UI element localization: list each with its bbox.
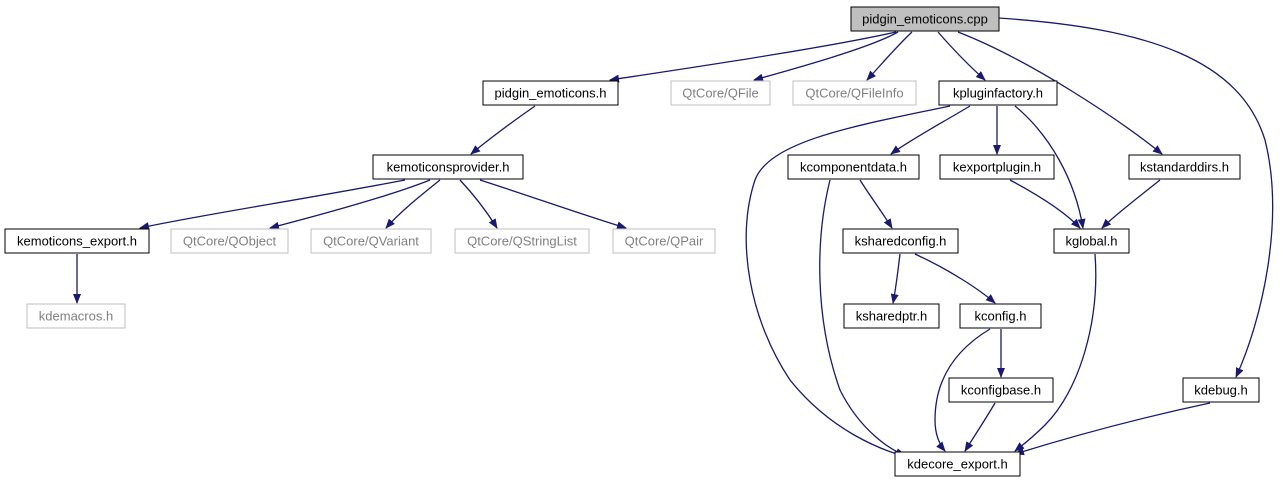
node-box (1053, 228, 1130, 254)
node-box (842, 228, 959, 254)
edge-kexportplugin-to-kglobal (1009, 179, 1081, 229)
node-kstandarddirs[interactable]: kstandarddirs.h (1128, 154, 1241, 180)
node-label: ksharedconfig.h (855, 234, 947, 249)
edge-root-to-kpluginfactory (937, 31, 986, 81)
node-box (26, 303, 126, 329)
node-label: ksharedptr.h (856, 309, 928, 324)
node-label: kemoticons_export.h (17, 234, 137, 249)
edge-kpluginfactory-to-kcomponentdata (890, 105, 971, 155)
node-box (938, 80, 1058, 106)
node-label: kstandarddirs.h (1140, 160, 1229, 175)
node-box (850, 6, 1000, 32)
node-root[interactable]: pidgin_emoticons.cpp (850, 6, 1000, 32)
node-qfile: QtCore/QFile (670, 80, 771, 106)
node-kemoticons_export[interactable]: kemoticons_export.h (4, 228, 150, 254)
edge-kemoticonsprovider-to-qobject (269, 179, 431, 230)
node-box (1182, 377, 1260, 403)
edge-kconfigbase-to-kdecore_export (964, 402, 996, 452)
node-box (787, 154, 920, 180)
edge-kpluginfactory-to-kglobal (1014, 105, 1086, 229)
node-label: pidgin_emoticons.cpp (862, 12, 988, 27)
node-label: QtCore/QFile (682, 86, 759, 101)
node-qobject: QtCore/QObject (170, 228, 289, 254)
node-qvariant: QtCore/QVariant (310, 228, 432, 254)
edge-kemoticonsprovider-to-kemoticons_export (139, 179, 406, 231)
node-label: kconfigbase.h (961, 383, 1041, 398)
node-box (959, 303, 1042, 329)
node-label: QtCore/QPair (625, 234, 704, 249)
edge-pidgin_h-to-kemoticonsprovider (470, 105, 536, 155)
edge-kcomponentdata-to-kdecore_export (819, 179, 906, 456)
node-box (1128, 154, 1241, 180)
edge-kconfig-to-kdecore_export (934, 328, 991, 452)
node-label: kcomponentdata.h (800, 160, 907, 175)
node-label: QtCore/QFileInfo (805, 86, 903, 101)
node-ksharedptr[interactable]: ksharedptr.h (843, 303, 940, 329)
node-box (792, 80, 917, 106)
node-box (612, 228, 716, 254)
edge-root-to-qfile (753, 31, 899, 82)
node-box (372, 154, 524, 180)
node-label: QtCore/QObject (183, 234, 277, 249)
node-qfileinfo: QtCore/QFileInfo (792, 80, 917, 106)
node-kpluginfactory[interactable]: kpluginfactory.h (938, 80, 1058, 106)
node-kconfig[interactable]: kconfig.h (959, 303, 1042, 329)
edge-kemoticonsprovider-to-qpair (479, 179, 627, 230)
node-kglobal[interactable]: kglobal.h (1053, 228, 1130, 254)
node-kdebug[interactable]: kdebug.h (1182, 377, 1260, 403)
node-box (310, 228, 432, 254)
node-kdecore_export[interactable]: kdecore_export.h (894, 451, 1021, 477)
edge-ksharedconfig-to-ksharedptr (890, 253, 901, 304)
node-kexportplugin[interactable]: kexportplugin.h (939, 154, 1055, 180)
edge-ksharedconfig-to-kconfig (914, 253, 996, 304)
node-pidgin_h[interactable]: pidgin_emoticons.h (482, 80, 619, 106)
edge-kglobal-to-kdecore_export (1014, 253, 1097, 452)
node-box (894, 451, 1021, 477)
node-box (939, 154, 1055, 180)
node-label: pidgin_emoticons.h (494, 86, 606, 101)
node-qstringlist: QtCore/QStringList (454, 228, 590, 254)
node-ksharedconfig[interactable]: ksharedconfig.h (842, 228, 959, 254)
edge-kstandarddirs-to-kglobal (1101, 179, 1161, 229)
edge-root-to-pidgin_h (609, 31, 897, 83)
node-box (454, 228, 590, 254)
node-box (843, 303, 940, 329)
node-label: QtCore/QStringList (467, 234, 577, 249)
edge-root-to-kstandarddirs (957, 31, 1163, 155)
edge-kemoticonsprovider-to-qstringlist (459, 179, 498, 229)
node-label: kdemacros.h (39, 309, 113, 324)
node-label: QtCore/QVariant (323, 234, 419, 249)
node-kconfigbase[interactable]: kconfigbase.h (948, 377, 1054, 403)
node-kdemacros: kdemacros.h (26, 303, 126, 329)
node-label: kdebug.h (1194, 383, 1248, 398)
node-box (170, 228, 289, 254)
node-kemoticonsprovider[interactable]: kemoticonsprovider.h (372, 154, 524, 180)
node-label: kexportplugin.h (953, 160, 1041, 175)
edge-kpluginfactory-to-kdecore_export (745, 105, 951, 460)
node-label: kemoticonsprovider.h (387, 160, 510, 175)
node-label: kglobal.h (1065, 234, 1117, 249)
node-kcomponentdata[interactable]: kcomponentdata.h (787, 154, 920, 180)
node-box (948, 377, 1054, 403)
node-box (4, 228, 150, 254)
node-box (670, 80, 771, 106)
edge-kcomponentdata-to-ksharedconfig (859, 179, 893, 229)
edge-kdebug-to-kdecore_export (1014, 402, 1211, 456)
node-label: kdecore_export.h (907, 457, 1007, 472)
node-label: kconfig.h (974, 309, 1026, 324)
edge-root-to-qfileinfo (866, 31, 913, 81)
edge-kemoticonsprovider-to-qvariant (385, 179, 441, 229)
node-label: kpluginfactory.h (953, 86, 1043, 101)
node-box (482, 80, 619, 106)
edge-root-to-kdebug (997, 17, 1274, 378)
node-qpair: QtCore/QPair (612, 228, 716, 254)
